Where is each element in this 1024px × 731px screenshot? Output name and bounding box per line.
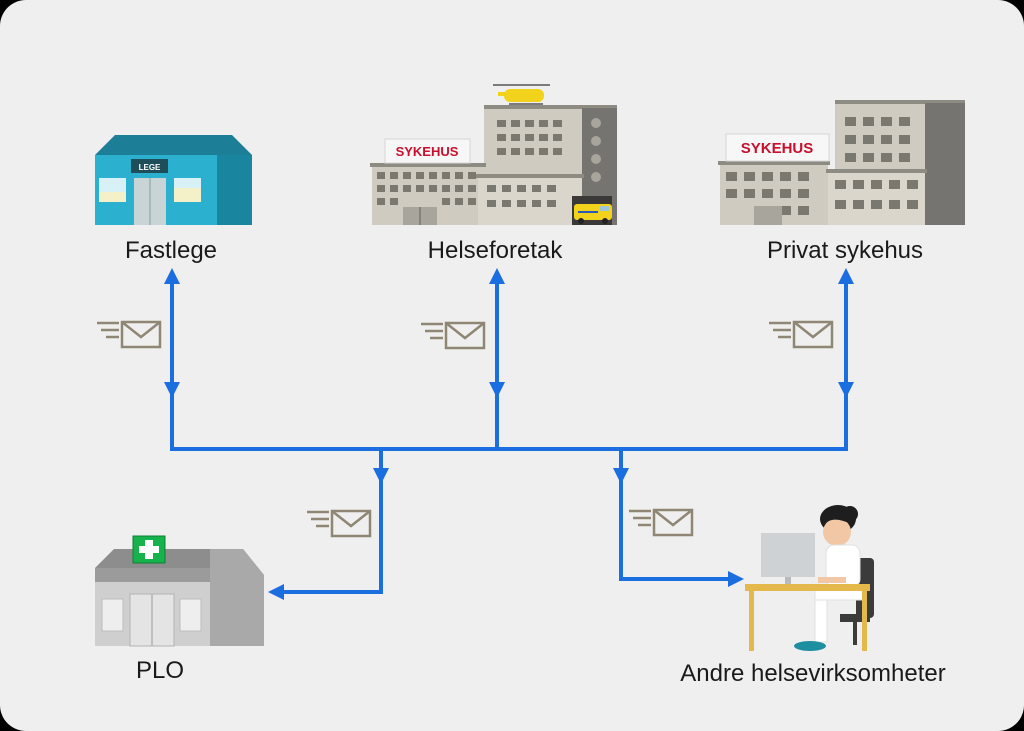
ambulance-icon [574, 204, 612, 224]
connector-plo [268, 449, 389, 600]
office-worker-icon [745, 505, 874, 651]
helicopter-icon [493, 84, 550, 105]
privat-sykehus-building-icon: SYKEHUS [718, 100, 965, 225]
privat-sykehus-sign: SYKEHUS [741, 140, 814, 157]
node-label-fastlege: Fastlege [124, 237, 218, 264]
node-label-plo: PLO [135, 657, 185, 684]
node-label-helseforetak: Helseforetak [427, 237, 563, 264]
plo-building-icon [95, 535, 264, 647]
fastlege-building-icon: LEGE [95, 135, 252, 225]
node-label-privat-sykehus: Privat sykehus [766, 237, 924, 264]
helseforetak-building-icon: SYKEHUS [370, 84, 617, 225]
envelope-icon [95, 320, 162, 349]
helseforetak-sign: SYKEHUS [396, 144, 459, 159]
envelope-icon [627, 508, 694, 537]
envelope-icon [767, 320, 834, 349]
connector-andre [613, 449, 744, 587]
node-label-andre-helsevirksomheter: Andre helsevirksomheter [680, 660, 946, 687]
envelope-icon [419, 321, 486, 350]
lege-sign: LEGE [139, 163, 161, 172]
envelope-icon [305, 509, 372, 538]
